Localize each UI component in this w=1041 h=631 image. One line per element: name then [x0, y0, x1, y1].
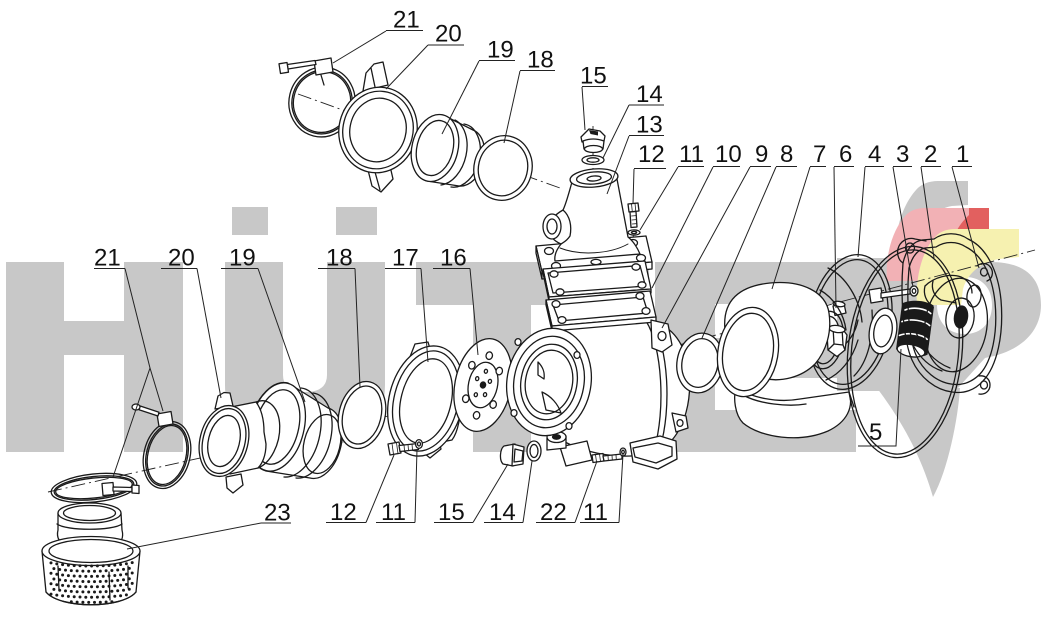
svg-text:20: 20: [435, 21, 462, 48]
svg-text:11: 11: [583, 499, 608, 526]
svg-text:15: 15: [438, 499, 465, 526]
svg-text:14: 14: [636, 81, 663, 108]
svg-text:2: 2: [924, 141, 937, 168]
svg-text:18: 18: [527, 47, 554, 74]
svg-text:6: 6: [839, 141, 852, 168]
svg-text:19: 19: [229, 245, 256, 272]
svg-text:12: 12: [330, 499, 357, 526]
svg-text:12: 12: [638, 141, 665, 168]
svg-text:4: 4: [868, 141, 881, 168]
svg-text:7: 7: [813, 141, 826, 168]
svg-text:20: 20: [168, 245, 195, 272]
svg-text:1: 1: [956, 141, 969, 168]
svg-text:5: 5: [869, 419, 882, 446]
svg-text:23: 23: [264, 500, 291, 527]
svg-text:3: 3: [896, 141, 909, 168]
svg-text:15: 15: [580, 63, 607, 90]
svg-text:11: 11: [381, 499, 406, 526]
svg-text:21: 21: [94, 245, 121, 272]
svg-text:10: 10: [715, 141, 742, 168]
svg-text:19: 19: [487, 37, 514, 64]
svg-text:21: 21: [393, 7, 420, 34]
svg-text:8: 8: [780, 141, 793, 168]
svg-text:22: 22: [540, 499, 567, 526]
svg-text:18: 18: [326, 245, 353, 272]
svg-text:13: 13: [636, 112, 663, 139]
svg-text:9: 9: [755, 141, 768, 168]
svg-text:17: 17: [392, 245, 419, 272]
svg-text:11: 11: [679, 141, 704, 168]
svg-text:16: 16: [440, 245, 467, 272]
svg-text:14: 14: [489, 499, 516, 526]
